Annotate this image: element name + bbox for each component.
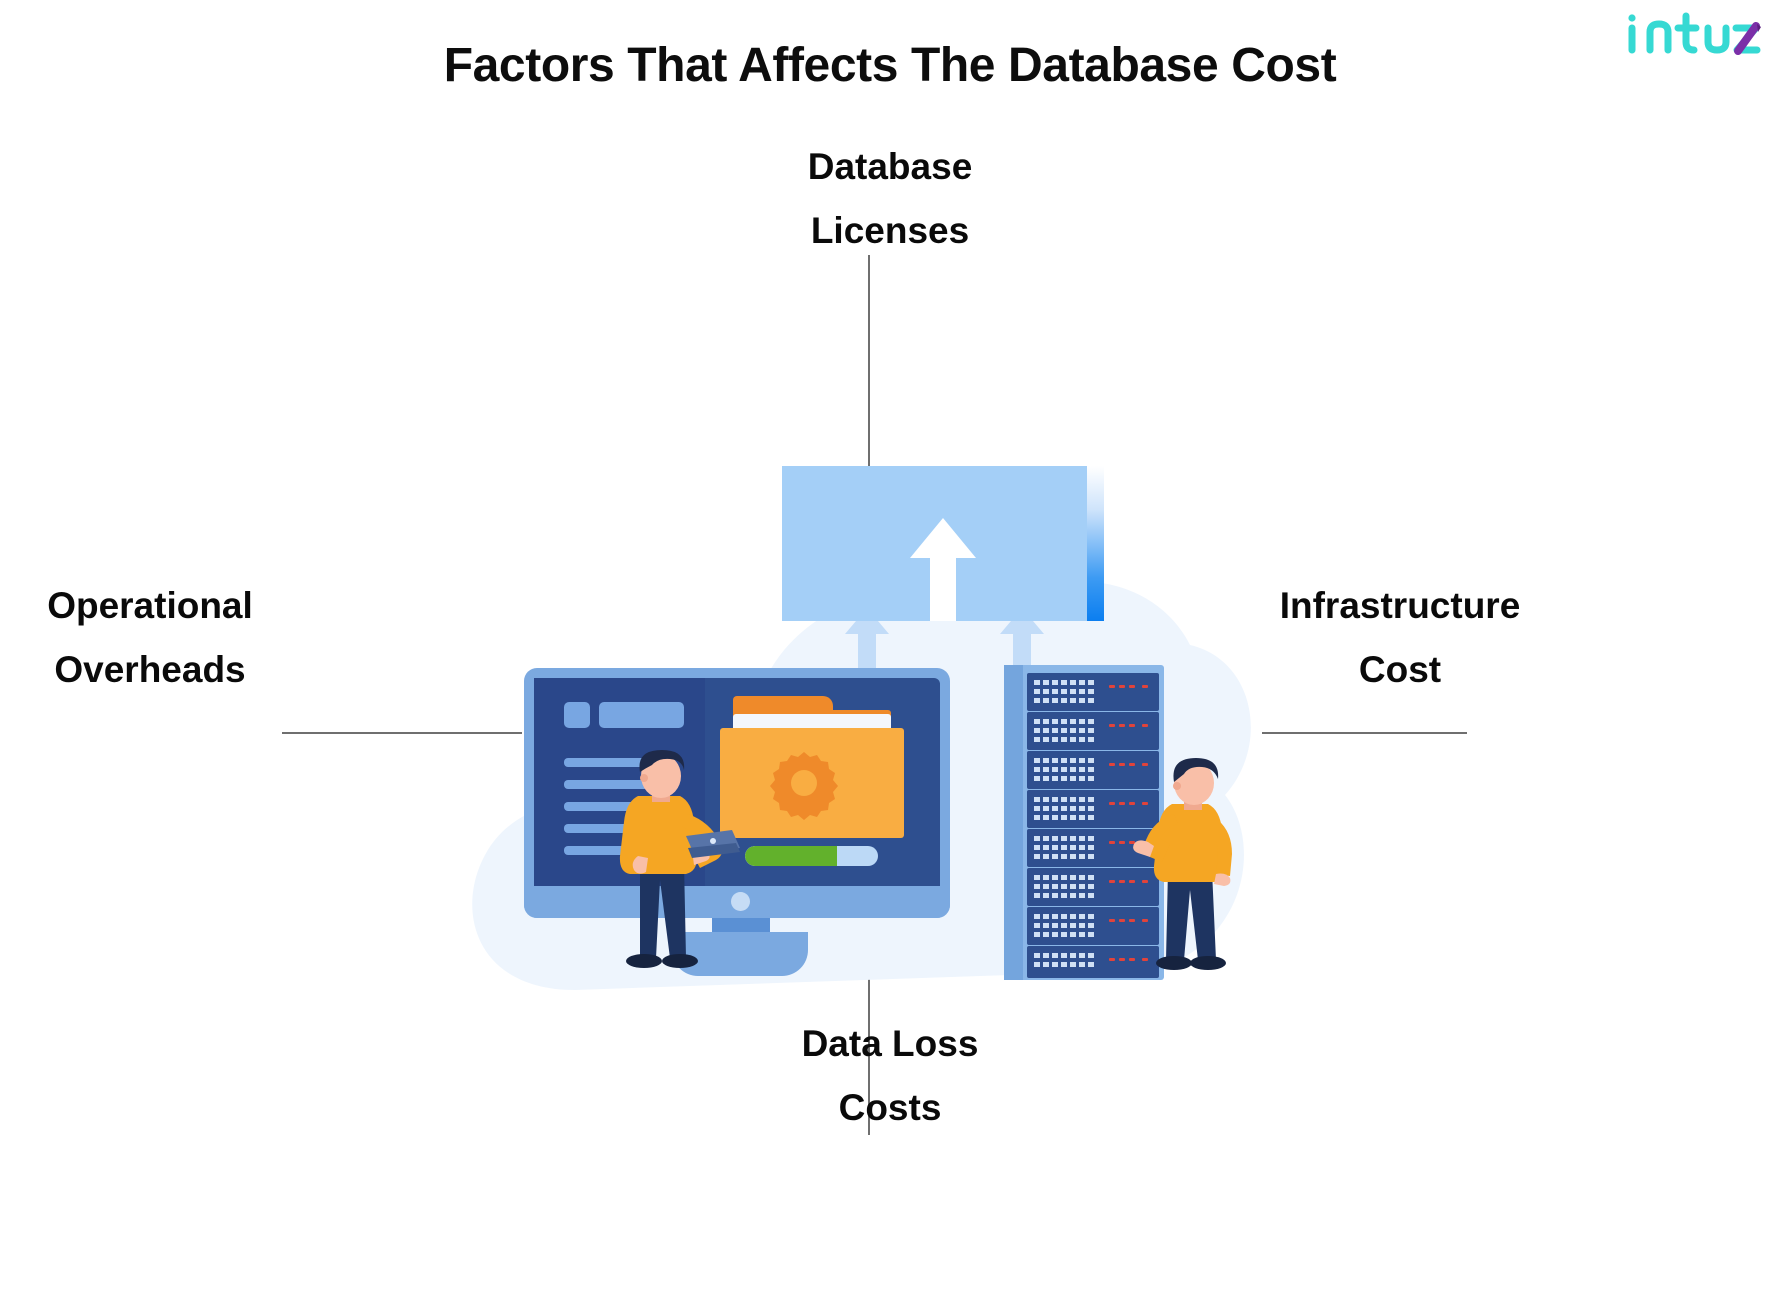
gear-icon xyxy=(770,752,838,820)
server-status-led-icon xyxy=(1109,763,1115,766)
sidebar-chip-bar xyxy=(599,702,684,728)
server-led-grid-icon xyxy=(1034,953,1094,967)
factor-label-infrastructure-cost[interactable]: Infrastructure Cost xyxy=(1255,574,1545,701)
factor-label-left-line1: Operational xyxy=(47,585,253,626)
upload-gradient-strip xyxy=(1087,466,1104,621)
server-rack-unit[interactable] xyxy=(1027,751,1159,789)
server-status-led-icon xyxy=(1142,763,1148,766)
factor-label-operational-overheads[interactable]: Operational Overheads xyxy=(10,574,290,701)
server-status-led-icon xyxy=(1119,802,1125,805)
server-status-led-icon xyxy=(1129,880,1135,883)
connector-line-top xyxy=(868,255,870,470)
server-status-led-icon xyxy=(1129,919,1135,922)
sidebar-row xyxy=(564,846,636,855)
factor-label-right-line2: Cost xyxy=(1358,648,1442,690)
connector-line-right xyxy=(1262,732,1467,734)
upload-progress-fill xyxy=(745,846,837,866)
server-led-grid-icon xyxy=(1034,797,1094,820)
server-status-led-icon xyxy=(1119,958,1125,961)
server-status-led-icon xyxy=(1142,724,1148,727)
person-at-server-rack xyxy=(1133,758,1270,983)
server-rack-unit[interactable] xyxy=(1027,868,1159,906)
sidebar-chip-icon xyxy=(564,702,590,728)
factor-label-bottom-line2: Costs xyxy=(838,1086,942,1128)
server-rack-unit[interactable] xyxy=(1027,673,1159,711)
factor-label-data-loss-costs[interactable]: Data Loss Costs xyxy=(0,1012,1780,1139)
server-status-led-icon xyxy=(1129,841,1135,844)
sidebar-row xyxy=(564,802,654,811)
laptop-icon xyxy=(686,830,740,858)
server-rack-unit[interactable] xyxy=(1027,790,1159,828)
server-status-led-icon xyxy=(1109,802,1115,805)
intuz-logo-mark xyxy=(1628,12,1761,55)
factor-label-left-line2: Overheads xyxy=(54,648,246,690)
server-led-grid-icon xyxy=(1034,719,1094,742)
connector-line-left xyxy=(282,732,522,734)
upload-arrow-icon xyxy=(910,518,976,621)
server-status-led-icon xyxy=(1119,841,1125,844)
server-status-led-icon xyxy=(1129,958,1135,961)
server-status-led-icon xyxy=(1109,685,1115,688)
person-with-laptop xyxy=(614,750,754,982)
logo-pencil-icon xyxy=(1734,22,1761,55)
server-status-led-icon xyxy=(1119,685,1125,688)
factor-label-top-line1: Database xyxy=(807,146,973,187)
server-led-grid-icon xyxy=(1034,758,1094,781)
upload-progress-bar xyxy=(745,846,878,866)
sidebar-row xyxy=(564,780,648,789)
logo-dot-icon xyxy=(1628,14,1636,22)
server-led-grid-icon xyxy=(1034,875,1094,898)
server-status-led-icon xyxy=(1109,724,1115,727)
factor-label-right-line1: Infrastructure xyxy=(1279,585,1521,626)
server-rack-unit[interactable] xyxy=(1027,712,1159,750)
server-rack-side-panel xyxy=(1004,665,1023,980)
server-led-grid-icon xyxy=(1034,914,1094,937)
server-led-grid-icon xyxy=(1034,680,1094,703)
server-rack-unit[interactable] xyxy=(1027,946,1159,978)
server-status-led-icon xyxy=(1119,919,1125,922)
page-title: Factors That Affects The Database Cost xyxy=(443,39,1337,92)
server-status-led-icon xyxy=(1142,958,1148,961)
server-status-led-icon xyxy=(1129,724,1135,727)
server-status-led-icon xyxy=(1119,880,1125,883)
feeder-arrow-right-icon xyxy=(1000,608,1044,680)
server-led-grid-icon xyxy=(1034,836,1094,859)
monitor-stand-base xyxy=(672,932,808,976)
server-rack-unit[interactable] xyxy=(1027,907,1159,945)
server-status-led-icon xyxy=(1129,685,1135,688)
intuz-logo[interactable] xyxy=(1624,6,1764,62)
factor-label-database-licenses[interactable]: Database Licenses xyxy=(0,135,1780,262)
server-status-led-icon xyxy=(1142,685,1148,688)
upload-panel[interactable] xyxy=(782,466,1104,621)
server-status-led-icon xyxy=(1129,802,1135,805)
server-status-led-icon xyxy=(1129,763,1135,766)
server-status-led-icon xyxy=(1109,880,1115,883)
factor-label-bottom-line1: Data Loss xyxy=(801,1023,979,1064)
power-button-icon[interactable] xyxy=(731,892,750,911)
server-status-led-icon xyxy=(1142,802,1148,805)
connector-line-bottom xyxy=(868,880,870,1135)
server-status-led-icon xyxy=(1109,841,1115,844)
server-status-led-icon xyxy=(1109,958,1115,961)
feeder-arrow-left-icon xyxy=(845,608,889,680)
server-status-led-icon xyxy=(1142,919,1148,922)
server-status-led-icon xyxy=(1119,763,1125,766)
server-status-led-icon xyxy=(1119,724,1125,727)
server-status-led-icon xyxy=(1142,880,1148,883)
sidebar-row xyxy=(564,824,630,833)
sidebar-row xyxy=(564,758,657,767)
server-status-led-icon xyxy=(1109,919,1115,922)
factor-label-top-line2: Licenses xyxy=(810,209,970,251)
